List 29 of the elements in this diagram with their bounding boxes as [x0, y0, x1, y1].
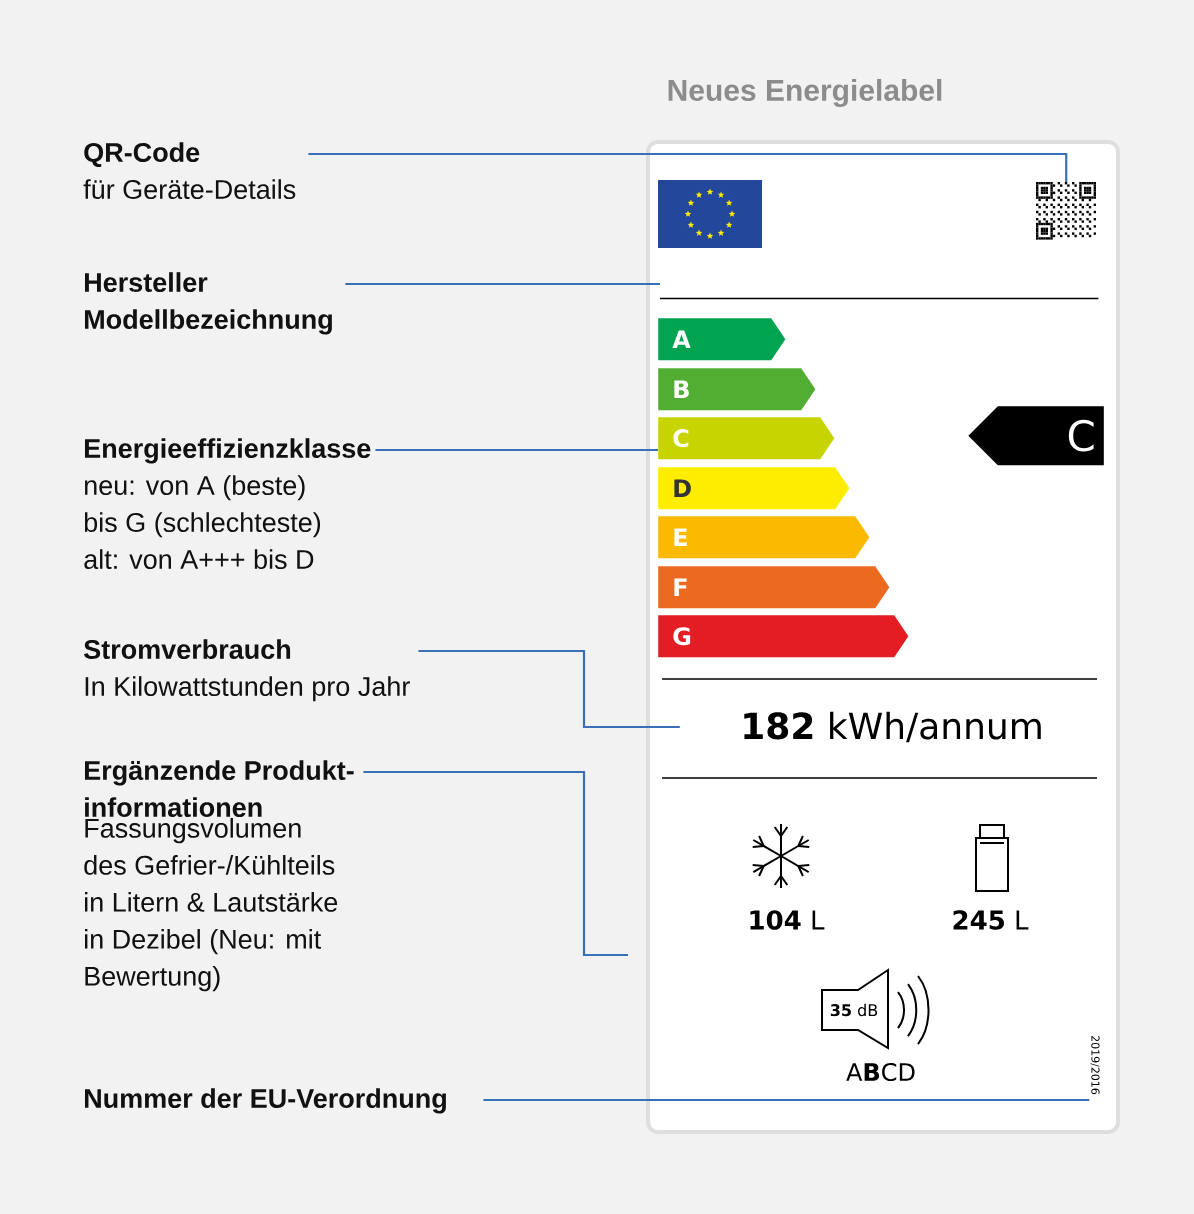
header-rule — [659, 297, 1100, 300]
consumption-value: 182 kWh/annum — [744, 711, 1041, 743]
rating-scale-bar: F — [658, 566, 890, 609]
annotation-text: Hersteller Modellbezeichnung — [85, 272, 332, 335]
leader-line — [363, 770, 628, 957]
noise-class: ABCD — [846, 1062, 915, 1082]
annotation-text: Stromverbrauch In Kilowattstunden pro Jahr — [84, 639, 410, 702]
noise-value: 35 dB — [830, 1003, 878, 1017]
annotation-text: Ergänzende Produkt- informationen Fassungsvolumen des Gefrier-/Kühlteils in Litern & Lautstärke in Dezibel (Neu: mit Bewertung) — [84, 760, 354, 992]
volume-value: 245 L — [953, 910, 1029, 930]
regulation-number: 2019/2016 — [1090, 1035, 1100, 1095]
leader-line — [375, 448, 658, 452]
annotation-text: Nummer der EU-Verordnung — [85, 1088, 446, 1114]
rating-label: C — [968, 406, 1104, 466]
leader-line — [418, 649, 680, 729]
annotation-text: QR-Code für Geräte-Details — [83, 142, 296, 200]
volume-value: 104 L — [750, 910, 825, 930]
leader-line — [345, 282, 660, 286]
rating-scale-bar: B — [658, 368, 816, 411]
rating-scale-bar: A — [658, 318, 786, 361]
leader-line — [483, 1098, 1090, 1102]
annotation-text: Energieeffizienzklasse neu: von A (beste) bis G (schlechteste) alt: von A+++ bis D — [84, 438, 371, 570]
qr-code — [1036, 182, 1096, 240]
label-heading: Neues Energielabel — [668, 78, 942, 108]
rating-scale-bar: G — [658, 615, 909, 658]
rating-scale-bar: E — [658, 516, 870, 559]
rating-scale-bar: C — [658, 417, 835, 460]
rating-scale-bar: D — [658, 467, 850, 510]
leader-line — [308, 152, 1068, 182]
